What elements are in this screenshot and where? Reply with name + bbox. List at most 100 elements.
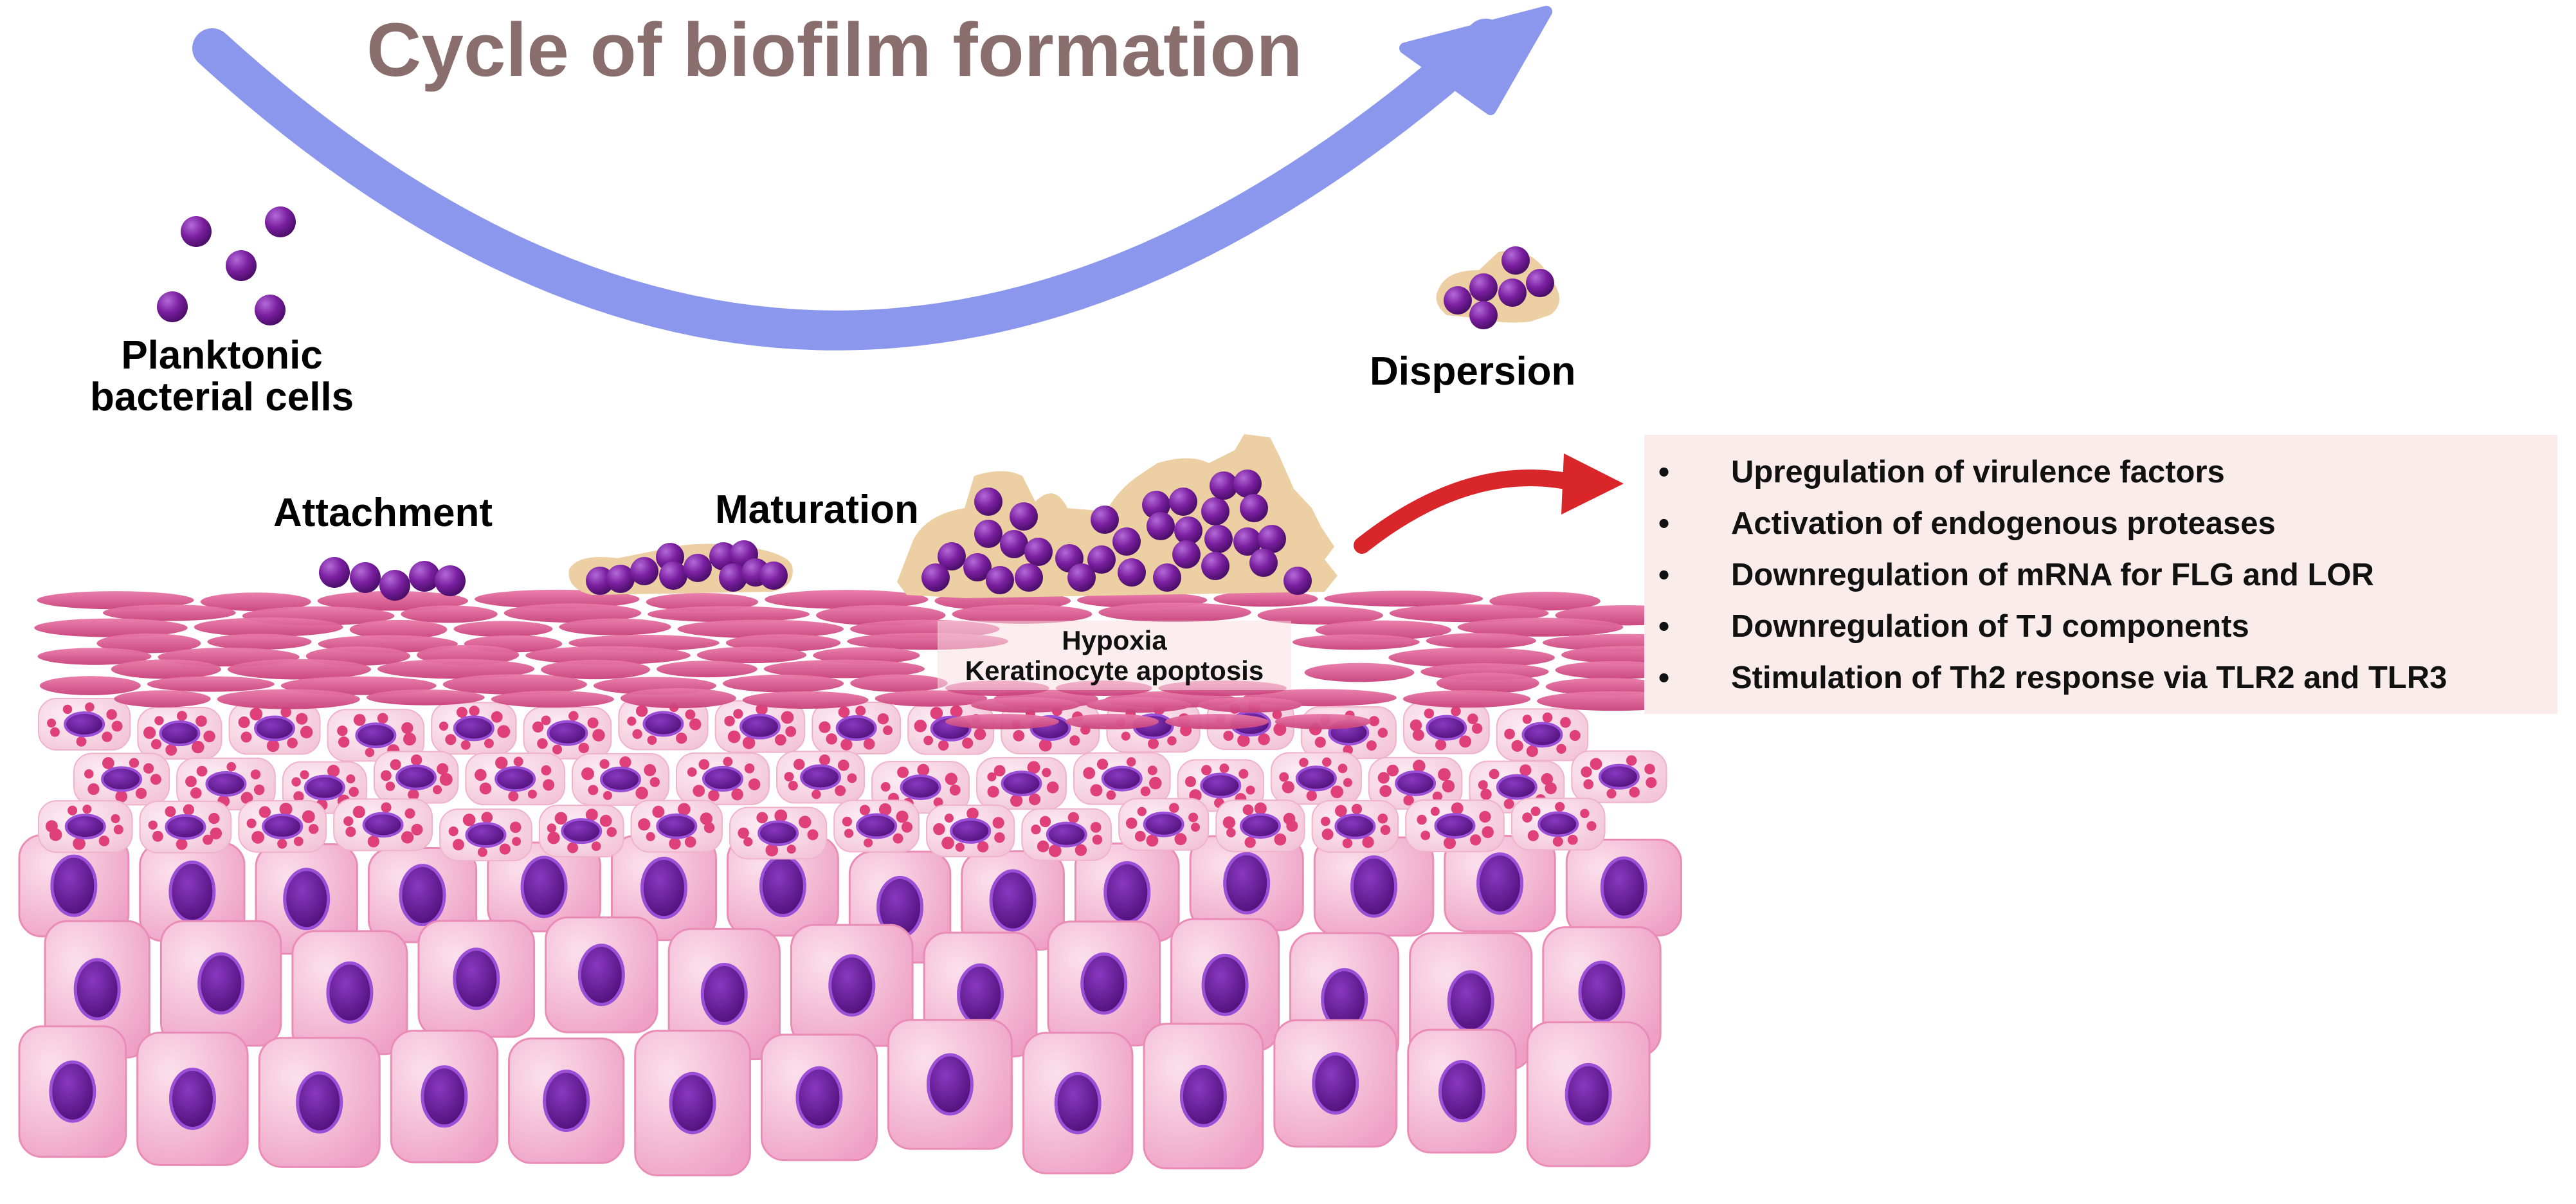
cornified-cell (813, 647, 920, 664)
granular-cell (833, 799, 920, 853)
granular-cell (1021, 808, 1112, 861)
cornified-cell (34, 618, 188, 637)
basal-cell (291, 930, 408, 1055)
basal-cell (726, 835, 839, 937)
basal-cell (417, 920, 536, 1038)
cornified-cell (111, 659, 221, 679)
cornified-cell (377, 659, 535, 679)
granular-cell (465, 752, 566, 806)
basal-cell-layer (18, 834, 1682, 1177)
cycle-arrow (192, 19, 1505, 351)
effect-item: •Upregulation of virulence factors (1658, 446, 2557, 498)
cornified-cell (850, 674, 948, 692)
hypoxia-label: Hypoxia (1062, 625, 1167, 655)
cornified-cell (559, 618, 671, 635)
cornified-cell (317, 590, 469, 611)
effect-text: Activation of endogenous proteases (1731, 506, 2276, 541)
dispersion-label: Dispersion (1370, 349, 1576, 394)
cornified-cell (1065, 714, 1159, 729)
cornified-cell (1426, 633, 1536, 649)
basal-cell (18, 1025, 127, 1158)
cornified-cell (1545, 678, 1666, 696)
cornified-cell (677, 619, 844, 639)
cornified-cell (1436, 673, 1539, 694)
cornified-cell (349, 619, 448, 639)
bullet-glyph: • (1658, 661, 1670, 695)
cornified-cell (1086, 697, 1192, 713)
dispersed-cluster (1436, 246, 1559, 329)
granular-cell (1571, 750, 1667, 803)
granular-cell (1073, 752, 1171, 805)
granular-cell (333, 798, 433, 852)
granular-cell (1118, 798, 1210, 851)
attachment-bacteria (319, 557, 466, 601)
basal-cell (1565, 839, 1682, 937)
hypoxia-highlight (938, 621, 1291, 690)
basal-cell (508, 1037, 625, 1164)
basal-cell (1273, 1019, 1398, 1148)
cornified-cell (765, 590, 929, 609)
cornified-cell (952, 605, 1093, 624)
basal-cell (258, 1037, 381, 1168)
basal-cell (545, 916, 658, 1034)
granular-cell (1510, 798, 1606, 851)
cornified-cell (503, 603, 642, 623)
cornified-cell (1304, 662, 1415, 682)
granular-cell (523, 706, 612, 760)
basal-cell (136, 1032, 249, 1166)
basal-cell (1526, 1021, 1651, 1167)
basal-cell (961, 850, 1065, 951)
granular-cell (238, 799, 327, 853)
cornified-cell (722, 674, 844, 693)
planktonic-label-line1: Planktonic (121, 333, 323, 378)
cornified-cell (945, 714, 1059, 729)
cornified-cell (541, 659, 651, 680)
cornified-cell (1293, 634, 1420, 650)
cornified-cell (96, 633, 201, 653)
granular-cell (538, 805, 624, 858)
cornified-cell (1489, 591, 1601, 611)
granular-cell (776, 751, 866, 804)
granular-cell-layer (38, 697, 1667, 862)
granular-cell (630, 799, 723, 853)
basal-cell (1047, 920, 1161, 1046)
cycle-arrow-head (1399, 6, 1552, 115)
cornified-cell (1389, 604, 1549, 623)
granular-cell (729, 807, 828, 860)
granular-cell (431, 702, 517, 755)
granular-cell (1496, 708, 1589, 762)
cornified-cell (366, 689, 485, 706)
bullet-glyph: • (1658, 455, 1670, 489)
basal-cell (159, 920, 282, 1047)
granular-cell (1402, 701, 1490, 754)
effects-arrow-head (1561, 453, 1624, 515)
cornified-cell (971, 697, 1080, 713)
cornified-cell (696, 646, 807, 664)
basal-cell (44, 920, 150, 1059)
effect-text: Downregulation of TJ components (1731, 609, 2249, 644)
basal-cell (1022, 1032, 1134, 1174)
cornified-cell (1098, 603, 1251, 623)
basal-cell (1143, 1023, 1264, 1170)
effect-item: •Activation of endogenous proteases (1658, 498, 2557, 549)
basal-cell (667, 927, 781, 1061)
basal-cell (390, 1030, 499, 1163)
cornified-cell (217, 689, 360, 709)
effects-list: •Upregulation of virulence factors •Acti… (1658, 446, 2557, 704)
granular-cell (1368, 756, 1463, 810)
cornified-cell (102, 605, 236, 621)
granular-cell (1270, 752, 1362, 805)
cornified-cell (742, 691, 869, 709)
cornified-cell-layer (34, 589, 1709, 729)
cornified-cell (37, 591, 194, 610)
cornified-cell (114, 690, 211, 707)
granular-cell (618, 697, 709, 751)
granular-cell (327, 709, 425, 762)
bullet-glyph: • (1658, 558, 1670, 592)
cornified-cell (620, 688, 736, 709)
cornified-cell (657, 661, 757, 678)
cornified-cell (200, 592, 311, 611)
granular-cell (139, 800, 232, 853)
